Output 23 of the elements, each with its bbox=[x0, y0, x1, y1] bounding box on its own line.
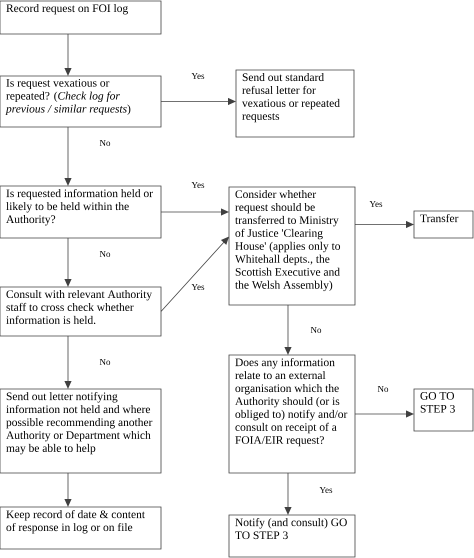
process-box: Consider whether request should be transferred to Ministry of Justice 'Clearing House' (applies only to Whitehall depts., the Scottish Executive and the Welsh Assembly) bbox=[228, 186, 356, 306]
process-box: Keep record of date & content of response in log or on file bbox=[0, 506, 162, 550]
process-box: Consult with relevant Authority staff to cross check whether information is held. bbox=[0, 286, 162, 336]
process-box: Is requested information held or likely to be held within the Authority? bbox=[0, 186, 162, 238]
process-box: GO TO STEP 3 bbox=[414, 388, 474, 432]
process-box: Record request on FOI log bbox=[0, 0, 162, 34]
edge-label: Yes bbox=[190, 72, 206, 80]
edge-label: No bbox=[98, 250, 112, 258]
process-box: Send out letter notifying information not held and where possible recommending another Authority or Department which may be able to help bbox=[0, 388, 162, 474]
edge-label: No bbox=[98, 358, 112, 366]
edge-label: No bbox=[310, 326, 322, 334]
edge-label: No bbox=[98, 139, 112, 147]
edge-label: Yes bbox=[368, 200, 384, 208]
edge-label: Yes bbox=[318, 486, 334, 494]
process-box: Notify (and consult) GO TO STEP 3 bbox=[228, 514, 356, 558]
process-box: Send out standard refusal letter for vexatious or repeated requests bbox=[236, 70, 354, 138]
arrow bbox=[160, 236, 229, 312]
edge-label: No bbox=[376, 385, 390, 393]
edge-label: Yes bbox=[190, 283, 206, 291]
process-box: Transfer bbox=[414, 210, 474, 238]
edge-label: Yes bbox=[190, 181, 206, 189]
process-box: Does any information relate to an external organisation which the Authority should (or is obliged to) notify and/or consult on receipt of a FOIA/EIR request? bbox=[228, 354, 356, 474]
process-box: Is request vexatious or repeated? (Check log for previous / similar requests) bbox=[0, 76, 162, 128]
